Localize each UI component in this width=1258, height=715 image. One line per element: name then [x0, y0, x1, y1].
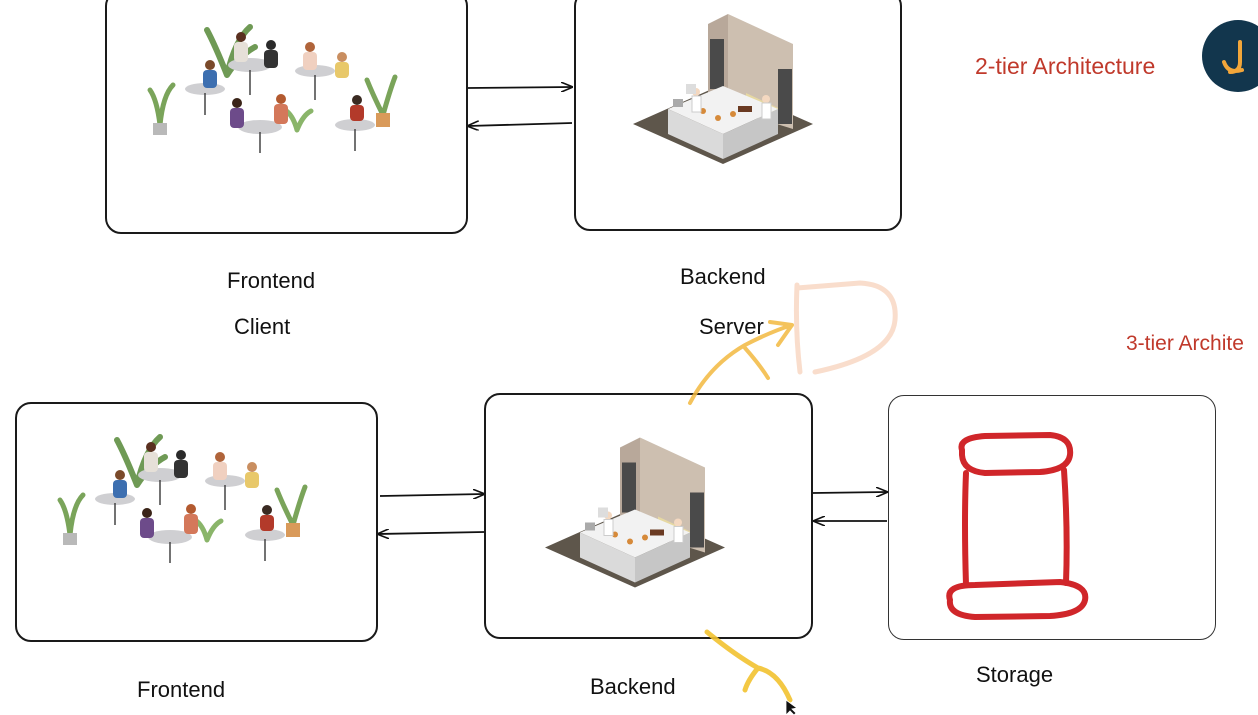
- cafe-diners-illustration: [147, 24, 398, 153]
- arrow-frontend-to-backend: [379, 494, 484, 496]
- isometric-kitchen-illustration: [545, 437, 725, 588]
- annotation-arrow-stroke: [688, 320, 794, 405]
- server-label-backend: Backend: [680, 264, 766, 289]
- frontend-label: Frontend: [137, 677, 226, 702]
- cafe-diners-illustration: [57, 434, 308, 563]
- arrow-client-to-server: [467, 87, 572, 88]
- three-tier-title: 3-tier Archite: [1126, 332, 1244, 355]
- arrow-backend-to-frontend: [378, 532, 485, 534]
- client-label-client: Client: [234, 314, 291, 339]
- brand-logo-icon: [1202, 20, 1258, 92]
- annotation-peach-shape: [793, 280, 898, 375]
- server-label-server: Server: [699, 314, 764, 339]
- annotation-check-stroke: [704, 629, 793, 703]
- backend-label: Backend: [590, 674, 676, 699]
- storage-label: Storage: [976, 662, 1054, 687]
- client-label-frontend: Frontend: [227, 268, 316, 293]
- arrow-backend-to-storage: [812, 492, 887, 493]
- two-tier-title: 2-tier Architecture: [975, 53, 1156, 79]
- isometric-kitchen-illustration: [633, 14, 813, 164]
- arrow-server-to-client: [468, 123, 573, 126]
- cursor-icon: [785, 699, 798, 715]
